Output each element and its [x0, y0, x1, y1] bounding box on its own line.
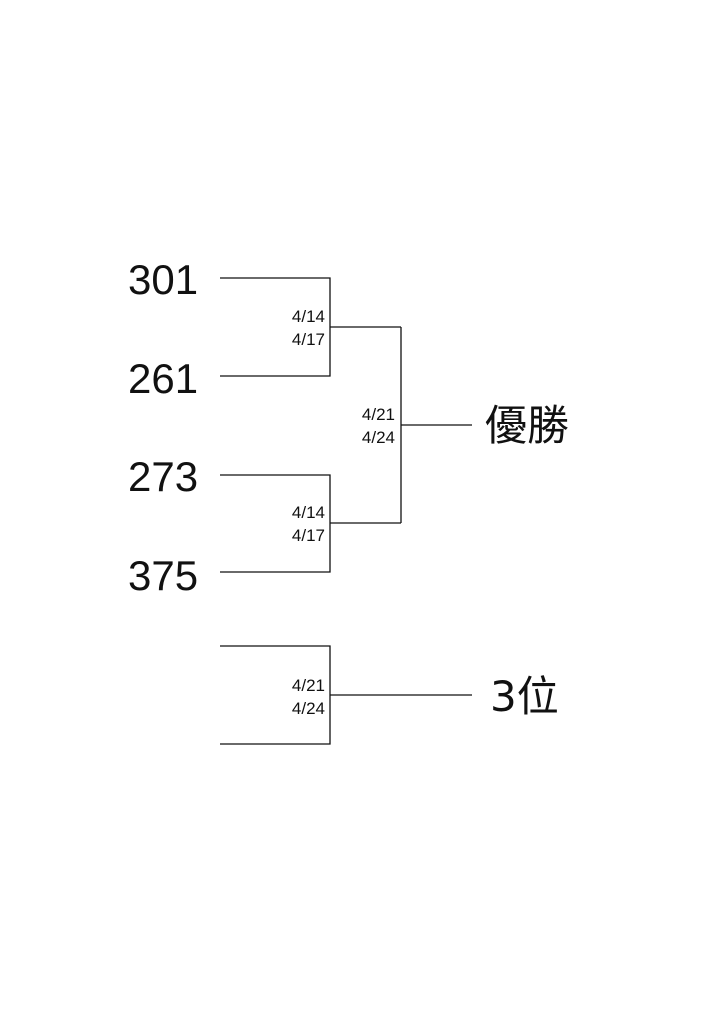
semi2-date2: 4/17: [291, 526, 325, 545]
semi1-date2: 4/17: [291, 330, 325, 349]
third-place-dates: 4/21 4/24: [245, 674, 325, 720]
third-date2: 4/24: [291, 699, 325, 718]
team-4: 375: [128, 552, 199, 599]
team-3: 273: [128, 453, 199, 500]
champion-label: 優勝: [485, 401, 570, 450]
third-place-label: 3位: [490, 672, 559, 721]
third-place-bracket: [220, 645, 472, 745]
team-1: 301: [128, 256, 199, 303]
semi2-date1: 4/14: [291, 503, 325, 522]
team-2: 261: [128, 355, 199, 402]
semi1-dates: 4/14 4/17: [245, 305, 325, 351]
semi2-dates: 4/14 4/17: [245, 501, 325, 547]
semi2-bracket: [220, 474, 401, 573]
final-date1: 4/21: [361, 405, 395, 424]
final-dates: 4/21 4/24: [315, 403, 395, 449]
final-date2: 4/24: [361, 428, 395, 447]
final-bracket: [400, 327, 472, 523]
semi1-bracket: [220, 277, 401, 377]
third-date1: 4/21: [291, 676, 325, 695]
semi1-date1: 4/14: [291, 307, 325, 326]
